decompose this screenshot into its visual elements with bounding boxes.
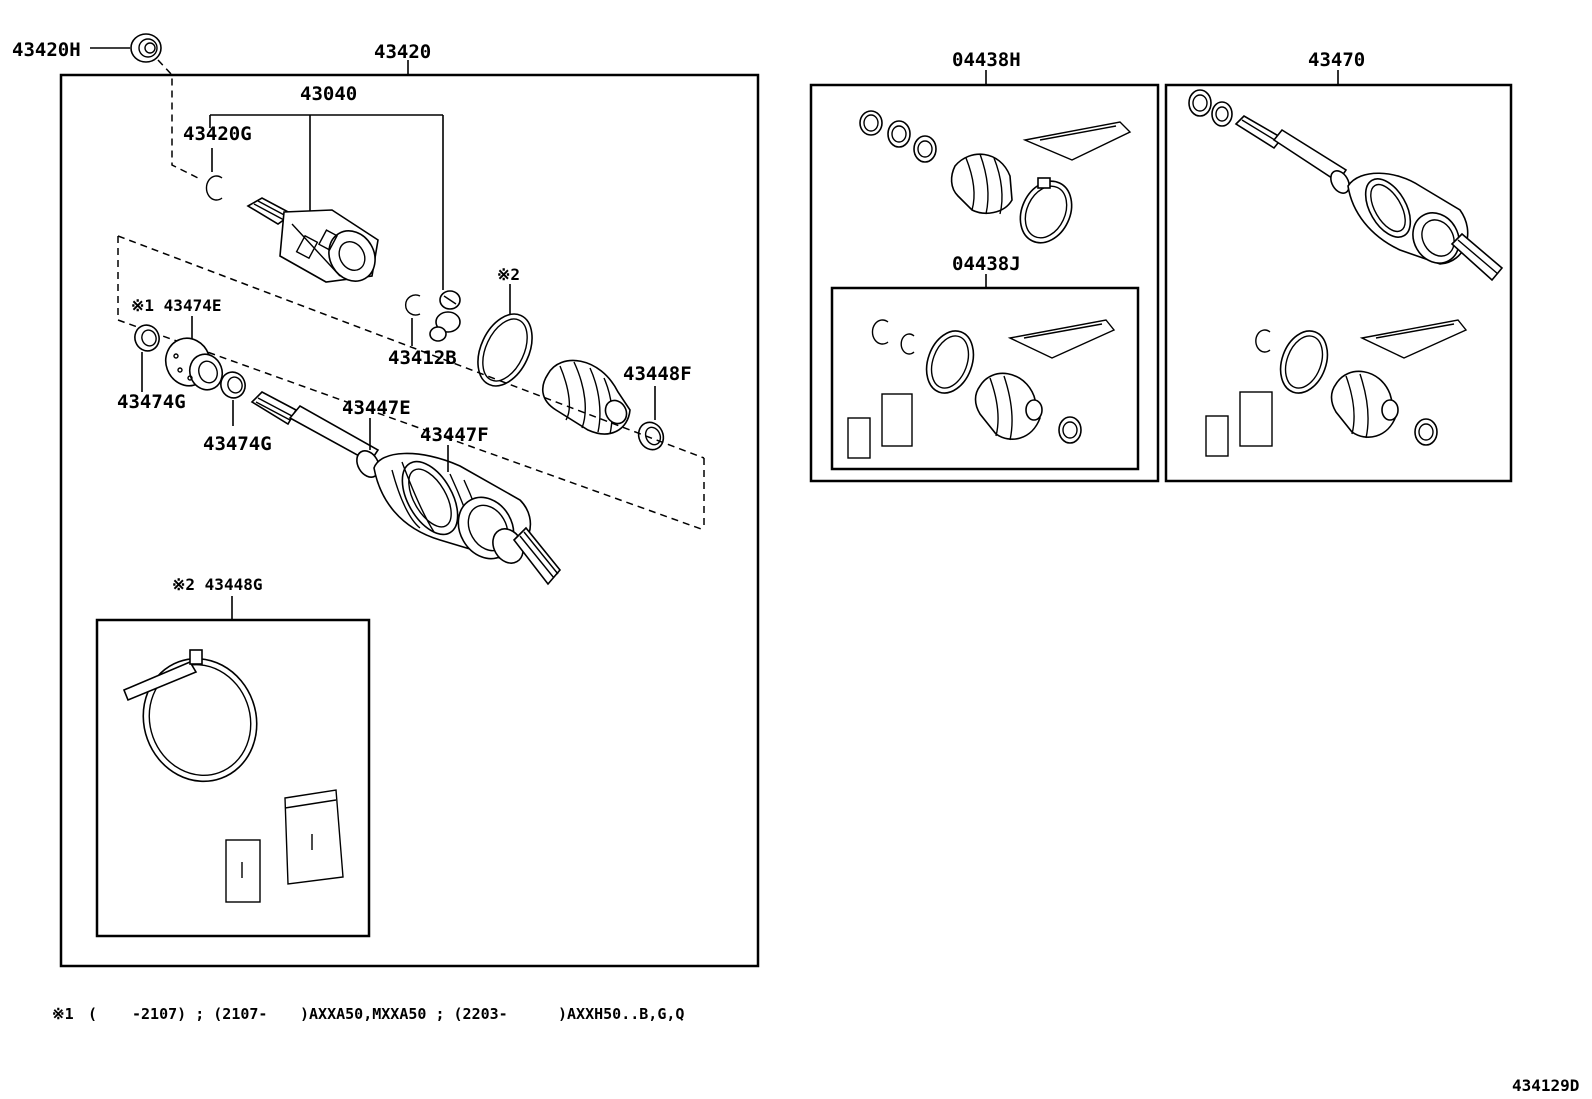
kit-04438J-frame — [830, 286, 1140, 471]
part-label-04438J[interactable]: 04438J — [952, 253, 1021, 275]
inboard-joint-housing-43040 — [246, 197, 379, 283]
clamp-43474G-a — [134, 324, 160, 352]
part-label-43420[interactable]: 43420 — [374, 41, 431, 63]
illustration-id: 434129D — [1512, 1076, 1579, 1095]
part-label-43447F[interactable]: 43447F — [420, 424, 489, 446]
part-label-43420G[interactable]: 43420G — [183, 123, 252, 145]
part-label-43448G[interactable]: ※2 43448G — [172, 575, 262, 594]
footnote-seg1: ( — [88, 1005, 97, 1023]
boot-kit-04438H — [859, 110, 1132, 244]
assembly-43420-frame — [59, 73, 760, 968]
inboard-boot — [541, 359, 631, 435]
dust-seal-43420H — [130, 33, 162, 63]
part-label-43474E[interactable]: ※1 43474E — [131, 296, 221, 315]
footnote-seg2: -2107) ; (2107- — [132, 1005, 267, 1023]
dynamic-damper-43474E — [164, 337, 224, 391]
drive-shaft-main — [250, 391, 562, 586]
footnote-mark: ※1 — [52, 1005, 74, 1023]
footnote-seg4: )AXXH50..B,G,Q — [558, 1005, 684, 1023]
instruction-sheets — [225, 789, 344, 903]
part-label-43412B[interactable]: 43412B — [388, 347, 457, 369]
band-clamp — [477, 313, 533, 387]
assembly-43470-frame — [1164, 83, 1513, 483]
part-label-04438H[interactable]: 04438H — [952, 49, 1021, 71]
mark-2[interactable]: ※2 — [497, 265, 520, 284]
part-label-43420H[interactable]: 43420H — [12, 39, 81, 61]
kit-43448G-frame — [95, 618, 371, 938]
boot-kit-04438J — [847, 319, 1116, 459]
part-label-43447E[interactable]: 43447E — [342, 397, 411, 419]
part-label-43470[interactable]: 43470 — [1308, 49, 1365, 71]
kit-04438H-frame — [809, 83, 1160, 483]
clamp-43448F — [637, 421, 665, 451]
footnote-seg3: )AXXA50,MXXA50 ; (2203- — [300, 1005, 508, 1023]
snap-ring-43420G — [205, 175, 223, 201]
part-label-43448F[interactable]: 43448F — [623, 363, 692, 385]
part-label-43474G-b[interactable]: 43474G — [203, 433, 272, 455]
drive-shaft-43470 — [1188, 89, 1504, 282]
part-label-43474G-a[interactable]: 43474G — [117, 391, 186, 413]
tripod-joint-parts — [404, 290, 461, 342]
band-clamp-kit-43448G — [122, 649, 258, 783]
boot-kit-43470 — [1205, 319, 1468, 457]
part-label-43040[interactable]: 43040 — [300, 83, 357, 105]
